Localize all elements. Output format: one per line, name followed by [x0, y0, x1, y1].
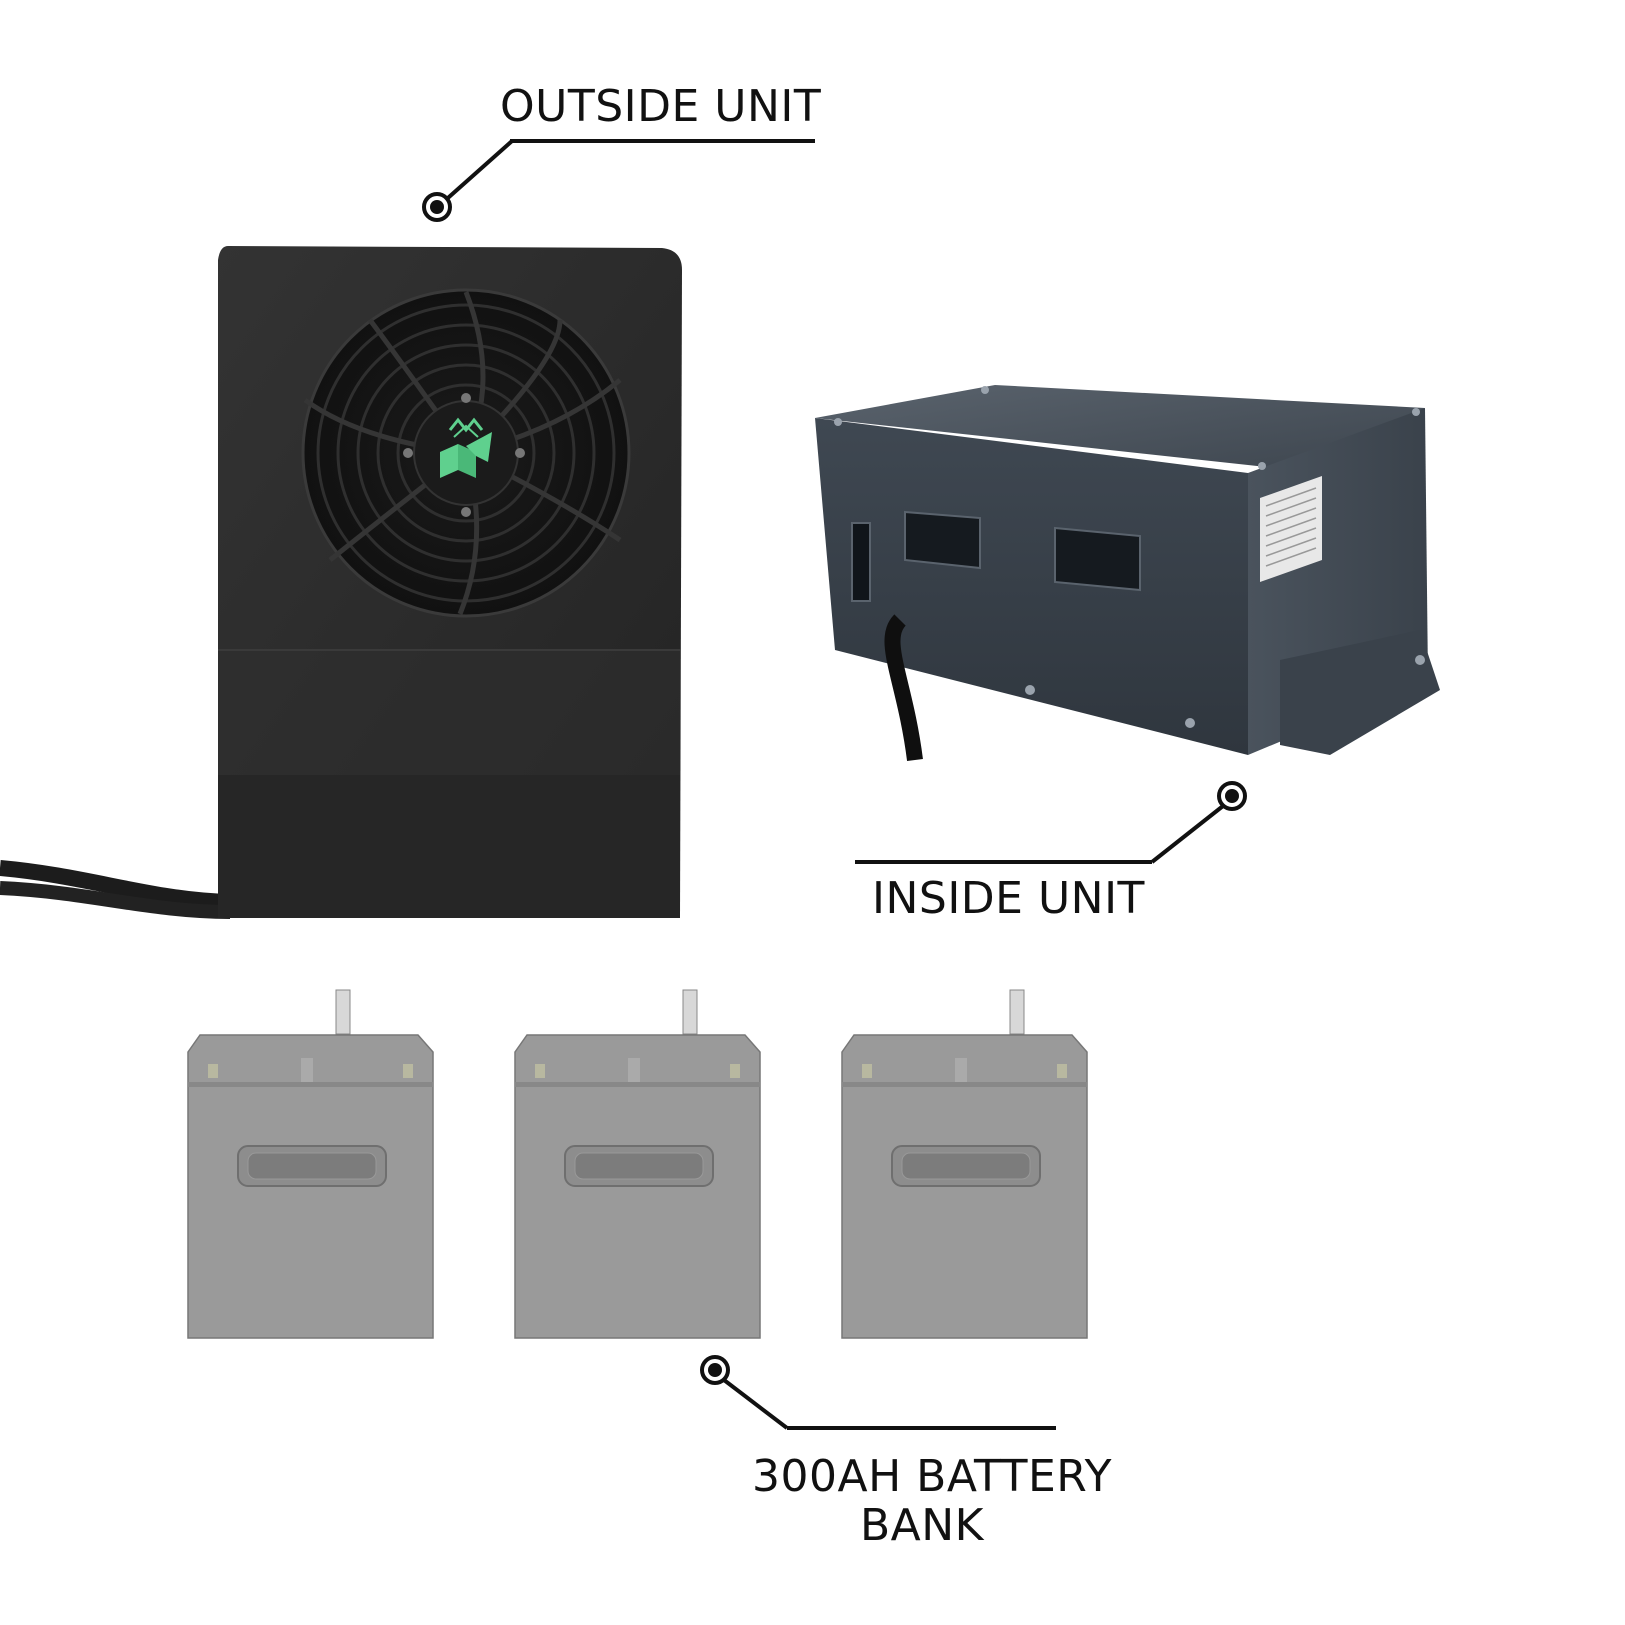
outside-unit-label: OUTSIDE UNIT [500, 81, 822, 132]
inside-unit-label: INSIDE UNIT [872, 873, 1145, 924]
inside-unit-callout [855, 781, 1247, 864]
battery-bank-label-line2: BANK [859, 1500, 985, 1552]
vent-icon [904, 510, 1141, 592]
outside-unit-callout [422, 139, 815, 222]
outside-unit-illustration [0, 246, 682, 919]
inside-unit-illustration [815, 385, 1440, 761]
battery-icon [841, 989, 1088, 1339]
brand-logo-icon [440, 417, 492, 478]
battery-bank-callout [700, 1355, 1056, 1430]
battery-bank-illustration [187, 989, 1088, 1339]
fan-icon [301, 288, 631, 618]
battery-icon [514, 989, 761, 1339]
battery-bank-label: 300AH BATTERY BANK [752, 1451, 1112, 1552]
power-switch-icon [851, 522, 871, 602]
battery-icon [187, 989, 434, 1339]
battery-bank-label-line1: 300AH BATTERY [752, 1451, 1112, 1502]
